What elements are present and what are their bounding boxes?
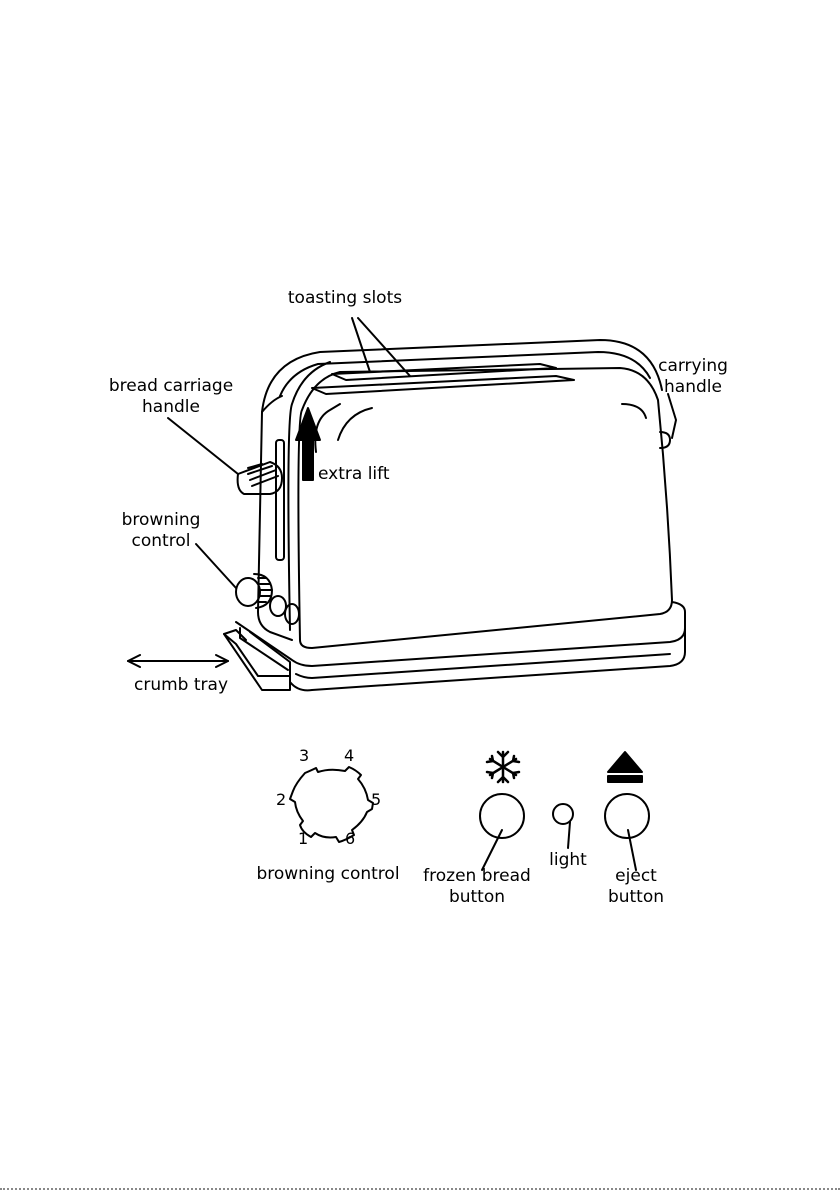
label-browning-control-side-line2: control [106,531,216,552]
label-crumb-tray: crumb tray [126,675,236,696]
label-bread-carriage-handle-line2: handle [96,397,246,418]
label-extra-lift: extra lift [318,464,390,485]
dial-number-4: 4 [344,747,354,765]
dial-number-1: 1 [298,830,308,848]
dial-number-2: 2 [276,791,286,809]
snowflake-icon [487,752,519,782]
page-edge-rule [0,1188,840,1190]
label-eject-button: eject button [596,866,676,908]
label-bread-carriage-handle: bread carriage handle [96,376,246,418]
double-arrow-icon [128,655,228,667]
browning-knob [236,574,272,608]
side-button-2 [285,604,299,624]
label-bread-carriage-handle-line1: bread carriage [96,376,246,397]
label-toasting-slots: toasting slots [255,288,435,309]
label-light: light [543,850,593,871]
label-frozen-bread-button-line2: button [414,887,540,908]
label-frozen-bread-button: frozen bread button [414,866,540,908]
side-button-1 [270,596,286,616]
toaster-body [298,368,672,648]
label-carrying-handle-line1: carrying [638,356,748,377]
label-browning-control-side: browning control [106,510,216,552]
toaster-base-lower [250,628,685,690]
label-browning-control: browning control [248,864,408,885]
eject-icon [608,752,642,782]
toaster-top [262,340,662,412]
label-carrying-handle-line2: handle [638,377,748,398]
label-eject-button-line1: eject [596,866,676,887]
dial-number-3: 3 [299,747,309,765]
label-eject-button-line2: button [596,887,676,908]
label-carrying-handle: carrying handle [638,356,748,398]
light-indicator [553,804,573,824]
label-browning-control-side-line1: browning [106,510,216,531]
dial-number-5: 5 [371,791,381,809]
label-frozen-bread-button-line1: frozen bread [414,866,540,887]
eject-button [605,794,649,838]
dial-number-6: 6 [345,830,355,848]
